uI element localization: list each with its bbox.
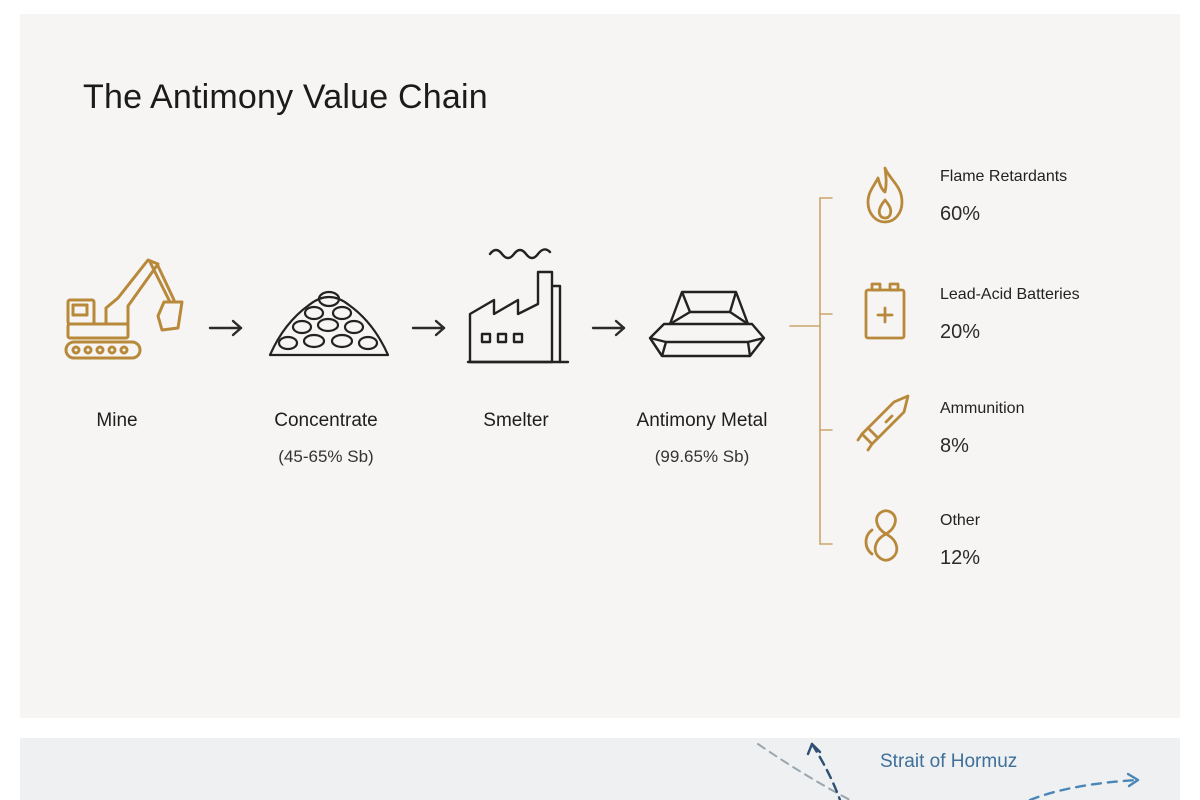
battery-icon [864,282,906,340]
flame-icon [866,166,904,224]
end-use-label: Other [940,512,981,529]
stage-label-mine: Mine [96,410,138,431]
stage-label-concentrate: Concentrate [274,410,378,431]
end-use-label: Lead-Acid Batteries [940,286,1080,303]
end-use-share: 8% [940,435,969,457]
end-use-label: Ammunition [940,400,1025,417]
stage-sub-antimony-metal: (99.65% Sb) [654,447,750,466]
ore-pile-icon [268,290,390,357]
map-label-strait-of-hormuz: Strait of Hormuz [880,751,1018,772]
end-use-connector [789,197,833,545]
stage-label-antimony-metal: Antimony Metal [636,410,768,431]
arrow-icon [208,319,243,337]
stage-label-smelter: Smelter [483,410,549,431]
page-title: The Antimony Value Chain [83,78,488,116]
excavator-icon [64,258,184,360]
end-use-share: 20% [940,321,981,343]
end-use-label: Flame Retardants [940,168,1068,185]
end-use-share: 12% [940,547,981,569]
end-use-share: 60% [940,203,981,225]
map-panel: Strait of Hormuz [20,738,1180,800]
metal-ingot-icon [648,290,766,358]
arrow-icon [591,319,626,337]
other-icon [864,509,899,562]
factory-icon [466,248,570,364]
arrow-icon [411,319,446,337]
bullet-icon [856,394,910,452]
value-chain-card [20,14,1180,718]
stage-sub-concentrate: (45-65% Sb) [278,447,374,466]
shipping-route-lines [757,742,1140,800]
